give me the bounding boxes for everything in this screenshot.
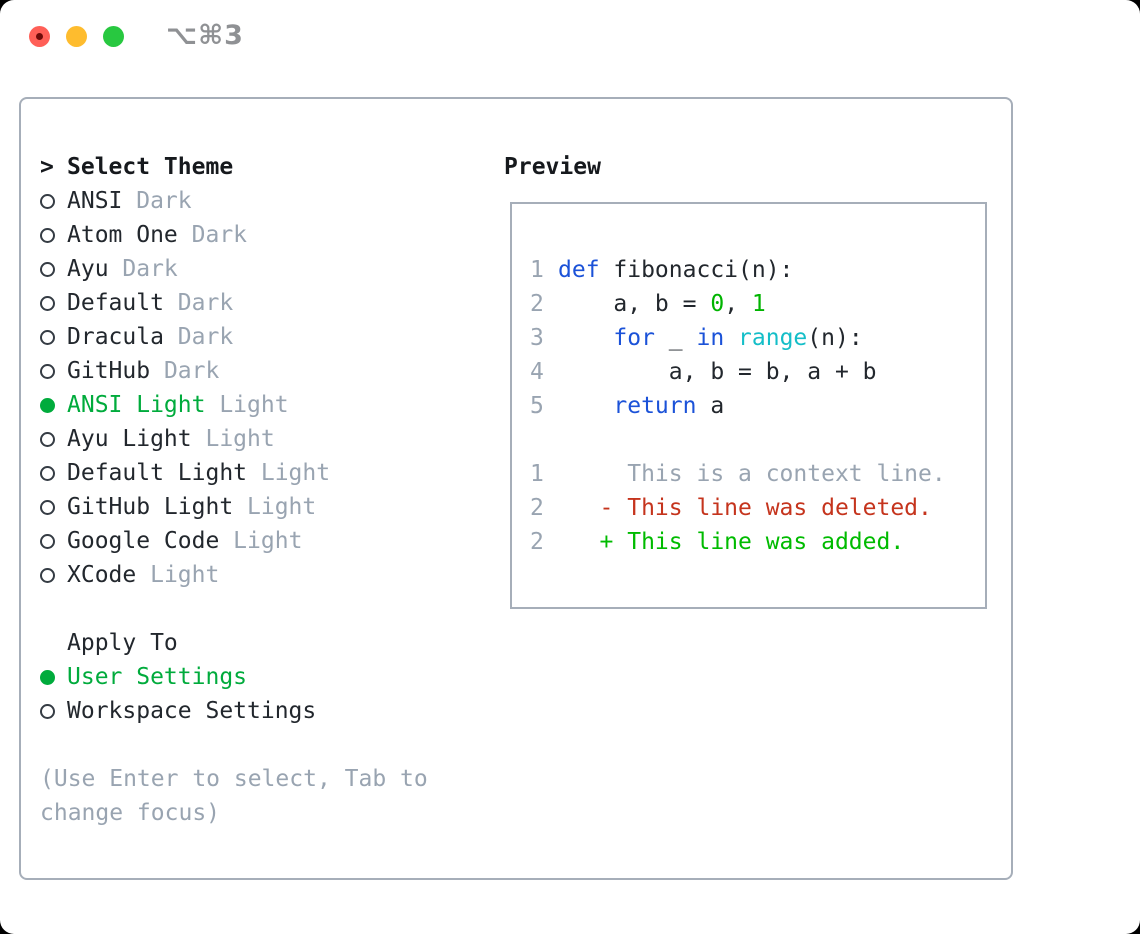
theme-option-github-light[interactable]: GitHub Light Light xyxy=(40,490,490,524)
line-number: 2 xyxy=(530,529,544,555)
traffic-lights xyxy=(29,26,124,47)
prompt-caret-icon: > xyxy=(40,154,54,180)
theme-option-default[interactable]: Default Dark xyxy=(40,286,490,320)
diff-line: 1 This is a context line. xyxy=(530,457,985,491)
apply-option-label: User Settings xyxy=(67,664,248,690)
theme-option-ansi-light[interactable]: ANSI Light Light xyxy=(40,388,490,422)
apply-option-user-settings[interactable]: User Settings xyxy=(40,660,490,694)
hint-section: (Use Enter to select, Tab to change focu… xyxy=(40,762,490,830)
radio-selected-icon xyxy=(40,397,67,413)
hint-line-2: change focus) xyxy=(40,800,221,826)
close-button-icon[interactable] xyxy=(29,26,50,47)
apply-option-label: Workspace Settings xyxy=(67,698,317,724)
line-number: 5 xyxy=(530,393,544,419)
radio-icon xyxy=(40,363,67,379)
radio-icon xyxy=(40,193,67,209)
radio-icon xyxy=(40,295,67,311)
line-content: + This line was added. xyxy=(558,529,905,555)
code-line: 2 a, b = 0, 1 xyxy=(530,287,985,321)
theme-option-label: XCode xyxy=(67,562,137,588)
theme-option-label: Ayu xyxy=(67,256,109,282)
theme-variant-label: Dark xyxy=(150,358,220,384)
theme-option-label: GitHub Light xyxy=(67,494,234,520)
code-line: 3 for _ in range(n): xyxy=(530,321,985,355)
theme-option-label: ANSI xyxy=(67,188,123,214)
theme-variant-label: Dark xyxy=(163,290,234,316)
code-line: 4 a, b = b, a + b xyxy=(530,355,985,389)
radio-icon xyxy=(40,465,67,481)
line-content: This is a context line. xyxy=(558,461,946,487)
preview-title: Preview xyxy=(504,154,601,180)
line-content: a, b = 0, 1 xyxy=(558,291,766,317)
theme-option-github[interactable]: GitHub Dark xyxy=(40,354,490,388)
radio-icon xyxy=(40,227,67,243)
line-number: 2 xyxy=(530,291,544,317)
theme-option-label: ANSI Light xyxy=(67,392,206,418)
select-theme-title: Select Theme xyxy=(67,154,234,180)
radio-icon xyxy=(40,703,67,719)
apply-option-workspace-settings[interactable]: Workspace Settings xyxy=(40,694,490,728)
select-theme-header: > Select Theme xyxy=(40,150,490,184)
line-number: 2 xyxy=(530,495,544,521)
theme-variant-label: Light xyxy=(233,494,317,520)
theme-option-xcode[interactable]: XCode Light xyxy=(40,558,490,592)
theme-option-ayu[interactable]: Ayu Dark xyxy=(40,252,490,286)
theme-variant-label: Light xyxy=(136,562,220,588)
theme-option-ayu-light[interactable]: Ayu Light Light xyxy=(40,422,490,456)
apply-to-header: Apply To xyxy=(40,626,490,660)
line-content: - This line was deleted. xyxy=(558,495,932,521)
diff-line: 2 - This line was deleted. xyxy=(530,491,985,525)
theme-option-label: Ayu Light xyxy=(67,426,192,452)
line-content: a, b = b, a + b xyxy=(558,359,877,385)
theme-variant-label: Dark xyxy=(163,324,234,350)
radio-icon xyxy=(40,567,67,583)
line-number: 1 xyxy=(530,461,544,487)
minimize-button-icon[interactable] xyxy=(66,26,87,47)
theme-variant-label: Light xyxy=(191,426,275,452)
theme-option-default-light[interactable]: Default Light Light xyxy=(40,456,490,490)
theme-option-label: Default Light xyxy=(67,460,248,486)
line-number: 1 xyxy=(530,257,544,283)
theme-option-atom-one[interactable]: Atom One Dark xyxy=(40,218,490,252)
theme-variant-label: Light xyxy=(205,392,289,418)
line-content: return a xyxy=(613,393,725,419)
window-shortcut-label: ⌥⌘3 xyxy=(166,20,244,51)
theme-option-label: GitHub xyxy=(67,358,151,384)
theme-variant-label: Light xyxy=(219,528,303,554)
theme-option-label: Google Code xyxy=(67,528,220,554)
code-line: 1 def fibonacci(n): xyxy=(530,253,985,287)
theme-variant-label: Dark xyxy=(122,188,192,214)
radio-icon xyxy=(40,329,67,345)
theme-variant-label: Dark xyxy=(177,222,248,248)
radio-icon xyxy=(40,431,67,447)
code-line: 5 return a xyxy=(530,389,985,423)
radio-selected-icon xyxy=(40,669,67,685)
radio-icon xyxy=(40,261,67,277)
theme-option-label: Atom One xyxy=(67,222,178,248)
theme-option-dracula[interactable]: Dracula Dark xyxy=(40,320,490,354)
apply-to-title: Apply To xyxy=(67,630,178,656)
code-line xyxy=(530,423,985,457)
line-content: for _ in range(n): xyxy=(613,325,863,351)
theme-variant-label: Dark xyxy=(108,256,178,282)
zoom-button-icon[interactable] xyxy=(103,26,124,47)
theme-option-label: Dracula xyxy=(67,324,164,350)
hint-line-1: (Use Enter to select, Tab to xyxy=(40,766,428,792)
theme-option-google-code[interactable]: Google Code Light xyxy=(40,524,490,558)
theme-option-ansi[interactable]: ANSI Dark xyxy=(40,184,490,218)
diff-line: 2 + This line was added. xyxy=(530,525,985,559)
line-number: 3 xyxy=(530,325,544,351)
theme-variant-label: Light xyxy=(247,460,331,486)
radio-icon xyxy=(40,499,67,515)
line-content: def fibonacci(n): xyxy=(558,257,794,283)
radio-icon xyxy=(40,533,67,549)
line-number: 4 xyxy=(530,359,544,385)
theme-option-label: Default xyxy=(67,290,164,316)
